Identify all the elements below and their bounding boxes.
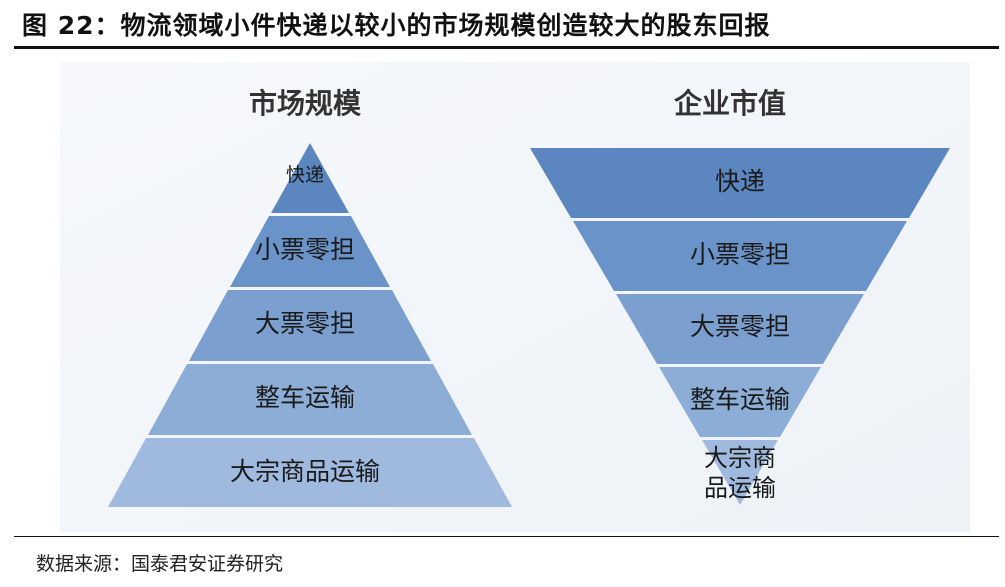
- pyramid-label-1: 快递: [286, 164, 324, 186]
- source-note: 数据来源：国泰君安证券研究: [36, 553, 284, 575]
- funnel-tier-5: [702, 440, 778, 505]
- pyramid-tier-4: [148, 364, 472, 435]
- funnel-label-5b: 品运输: [704, 474, 776, 502]
- pyramid-tier-1: [271, 143, 349, 213]
- funnel-tier-3: [616, 294, 864, 364]
- left-heading: 市场规模: [249, 87, 362, 120]
- title-divider: [14, 46, 999, 49]
- figure-title: 图 22：物流领域小件快递以较小的市场规模创造较大的股东回报: [22, 11, 771, 40]
- pyramid-label-4: 整车运输: [255, 383, 355, 412]
- funnel-label-1: 快递: [715, 167, 765, 196]
- pyramid-label-2: 小票零担: [255, 235, 355, 264]
- pyramid-label-5: 大宗商品运输: [230, 457, 380, 486]
- pyramid-label-3: 大票零担: [255, 309, 355, 338]
- source-divider: [14, 536, 999, 537]
- right-heading: 企业市值: [674, 87, 786, 120]
- funnel-tier-1: [530, 148, 950, 218]
- funnel-tier-2: [573, 221, 907, 291]
- pyramid-tier-3: [189, 290, 431, 361]
- funnel-label-5a: 大宗商: [704, 444, 776, 472]
- funnel-label-4: 整车运输: [690, 385, 790, 414]
- funnel-tier-4: [659, 367, 821, 437]
- pyramid-tier-2: [230, 216, 390, 287]
- funnel-label-3: 大票零担: [690, 312, 790, 341]
- funnel-label-2: 小票零担: [690, 240, 790, 269]
- pyramid-tier-5: [108, 438, 512, 507]
